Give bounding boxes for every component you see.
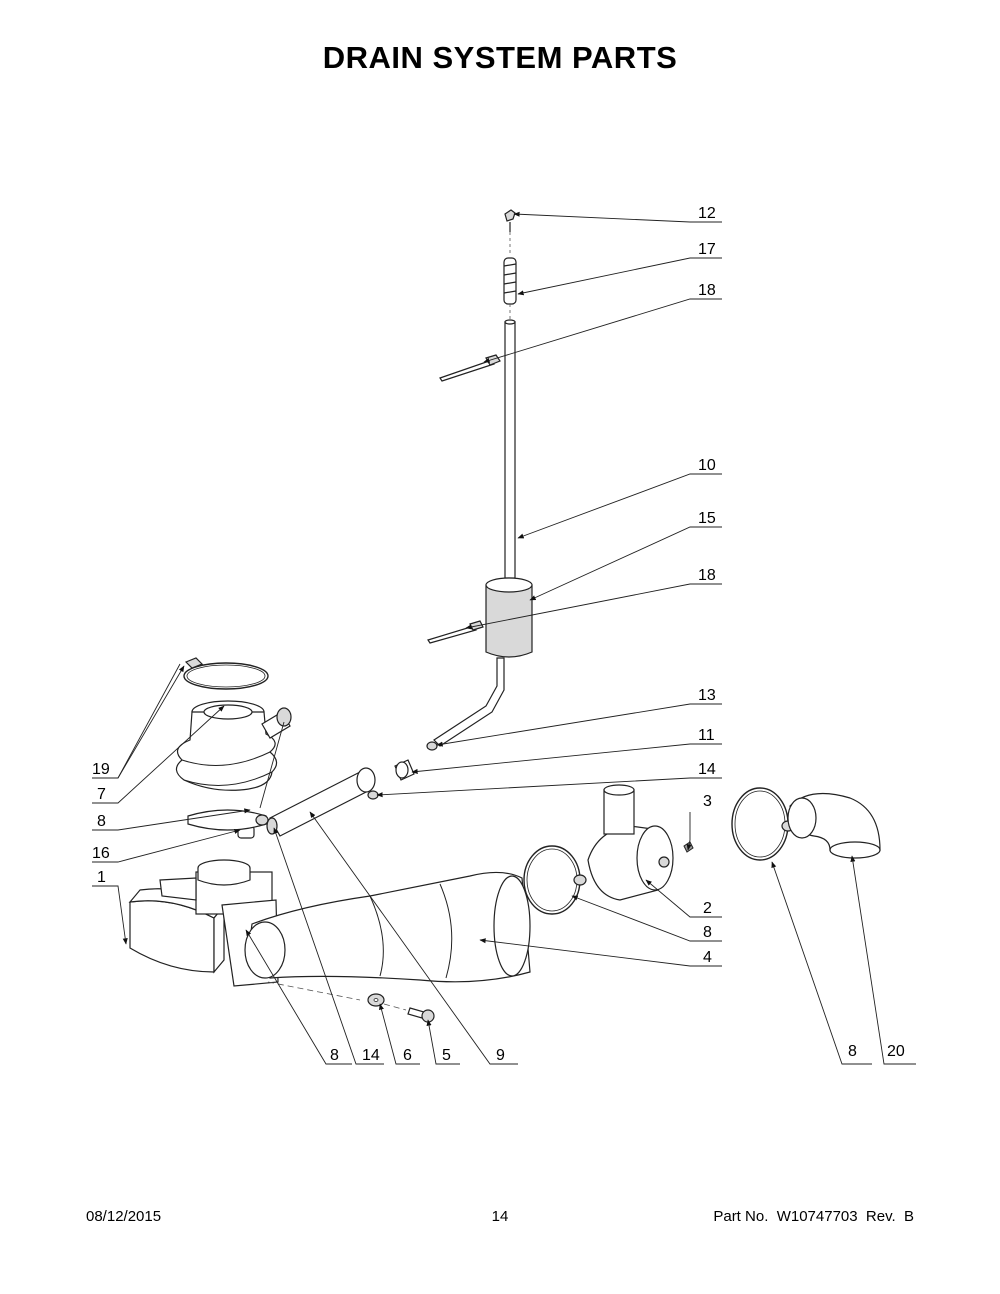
small-bent-hose: [433, 657, 505, 747]
callout-17: 17: [698, 241, 716, 258]
clip-part-13: [426, 741, 438, 751]
tube-part-10: [504, 319, 516, 579]
connector-part-11: [394, 759, 415, 781]
callout-18-top: 18: [698, 282, 716, 299]
callout-9: 9: [496, 1047, 505, 1064]
bellows-part-7: [175, 700, 292, 791]
washer-part-6: [367, 993, 385, 1007]
footer-part-number: Part No. W10747703 Rev. B: [713, 1208, 914, 1225]
callout-labels: 12 17 18 10 15 18 13 11 14 3 19 7 8 16 1…: [92, 205, 905, 1064]
footer-page-number: 14: [491, 1208, 509, 1225]
callout-5: 5: [442, 1047, 451, 1064]
callout-14-bottom: 14: [362, 1047, 380, 1064]
tie-strap-part-18-bottom: [427, 620, 484, 644]
callout-18-bottom: 18: [698, 567, 716, 584]
callout-10: 10: [698, 457, 716, 474]
callout-12: 12: [698, 205, 716, 222]
clamp-part-19: [183, 657, 269, 690]
callout-11: 11: [698, 727, 715, 744]
spring-part-17: [503, 257, 517, 305]
clamp-part-8-middle: [523, 845, 587, 915]
trap-part-2: [587, 784, 674, 901]
hose-part-4: [244, 871, 531, 983]
clamp-part-8-upper: [187, 809, 269, 831]
hose-part-9: [266, 767, 379, 837]
callout-4: 4: [703, 949, 712, 966]
callout-13: 13: [698, 687, 716, 704]
parts-drawing: [128, 209, 881, 1023]
footer-date: 08/12/2015: [86, 1208, 162, 1225]
callout-8-right: 8: [848, 1043, 857, 1060]
callout-1: 1: [97, 869, 106, 886]
leader-lines: [92, 211, 916, 1065]
callout-20: 20: [887, 1043, 905, 1060]
callout-14-right: 14: [698, 761, 716, 778]
callout-3: 3: [703, 793, 712, 810]
callout-19: 19: [92, 761, 110, 778]
clamp-part-8-right: [731, 787, 795, 861]
weight-part-15: [485, 577, 533, 658]
callout-6: 6: [403, 1047, 412, 1064]
callout-8-middle: 8: [703, 924, 712, 941]
callout-8-left: 8: [97, 813, 106, 830]
elbow-part-20: [787, 792, 881, 859]
screw-part-5: [407, 1007, 435, 1023]
callout-2: 2: [703, 900, 712, 917]
tie-strap-part-18-top: [439, 354, 501, 382]
callout-7: 7: [97, 786, 106, 803]
callout-16: 16: [92, 845, 110, 862]
callout-15: 15: [698, 510, 716, 527]
clip-part-12: [504, 209, 516, 232]
page-title: DRAIN SYSTEM PARTS: [322, 40, 678, 75]
callout-8-bottom: 8: [330, 1047, 339, 1064]
